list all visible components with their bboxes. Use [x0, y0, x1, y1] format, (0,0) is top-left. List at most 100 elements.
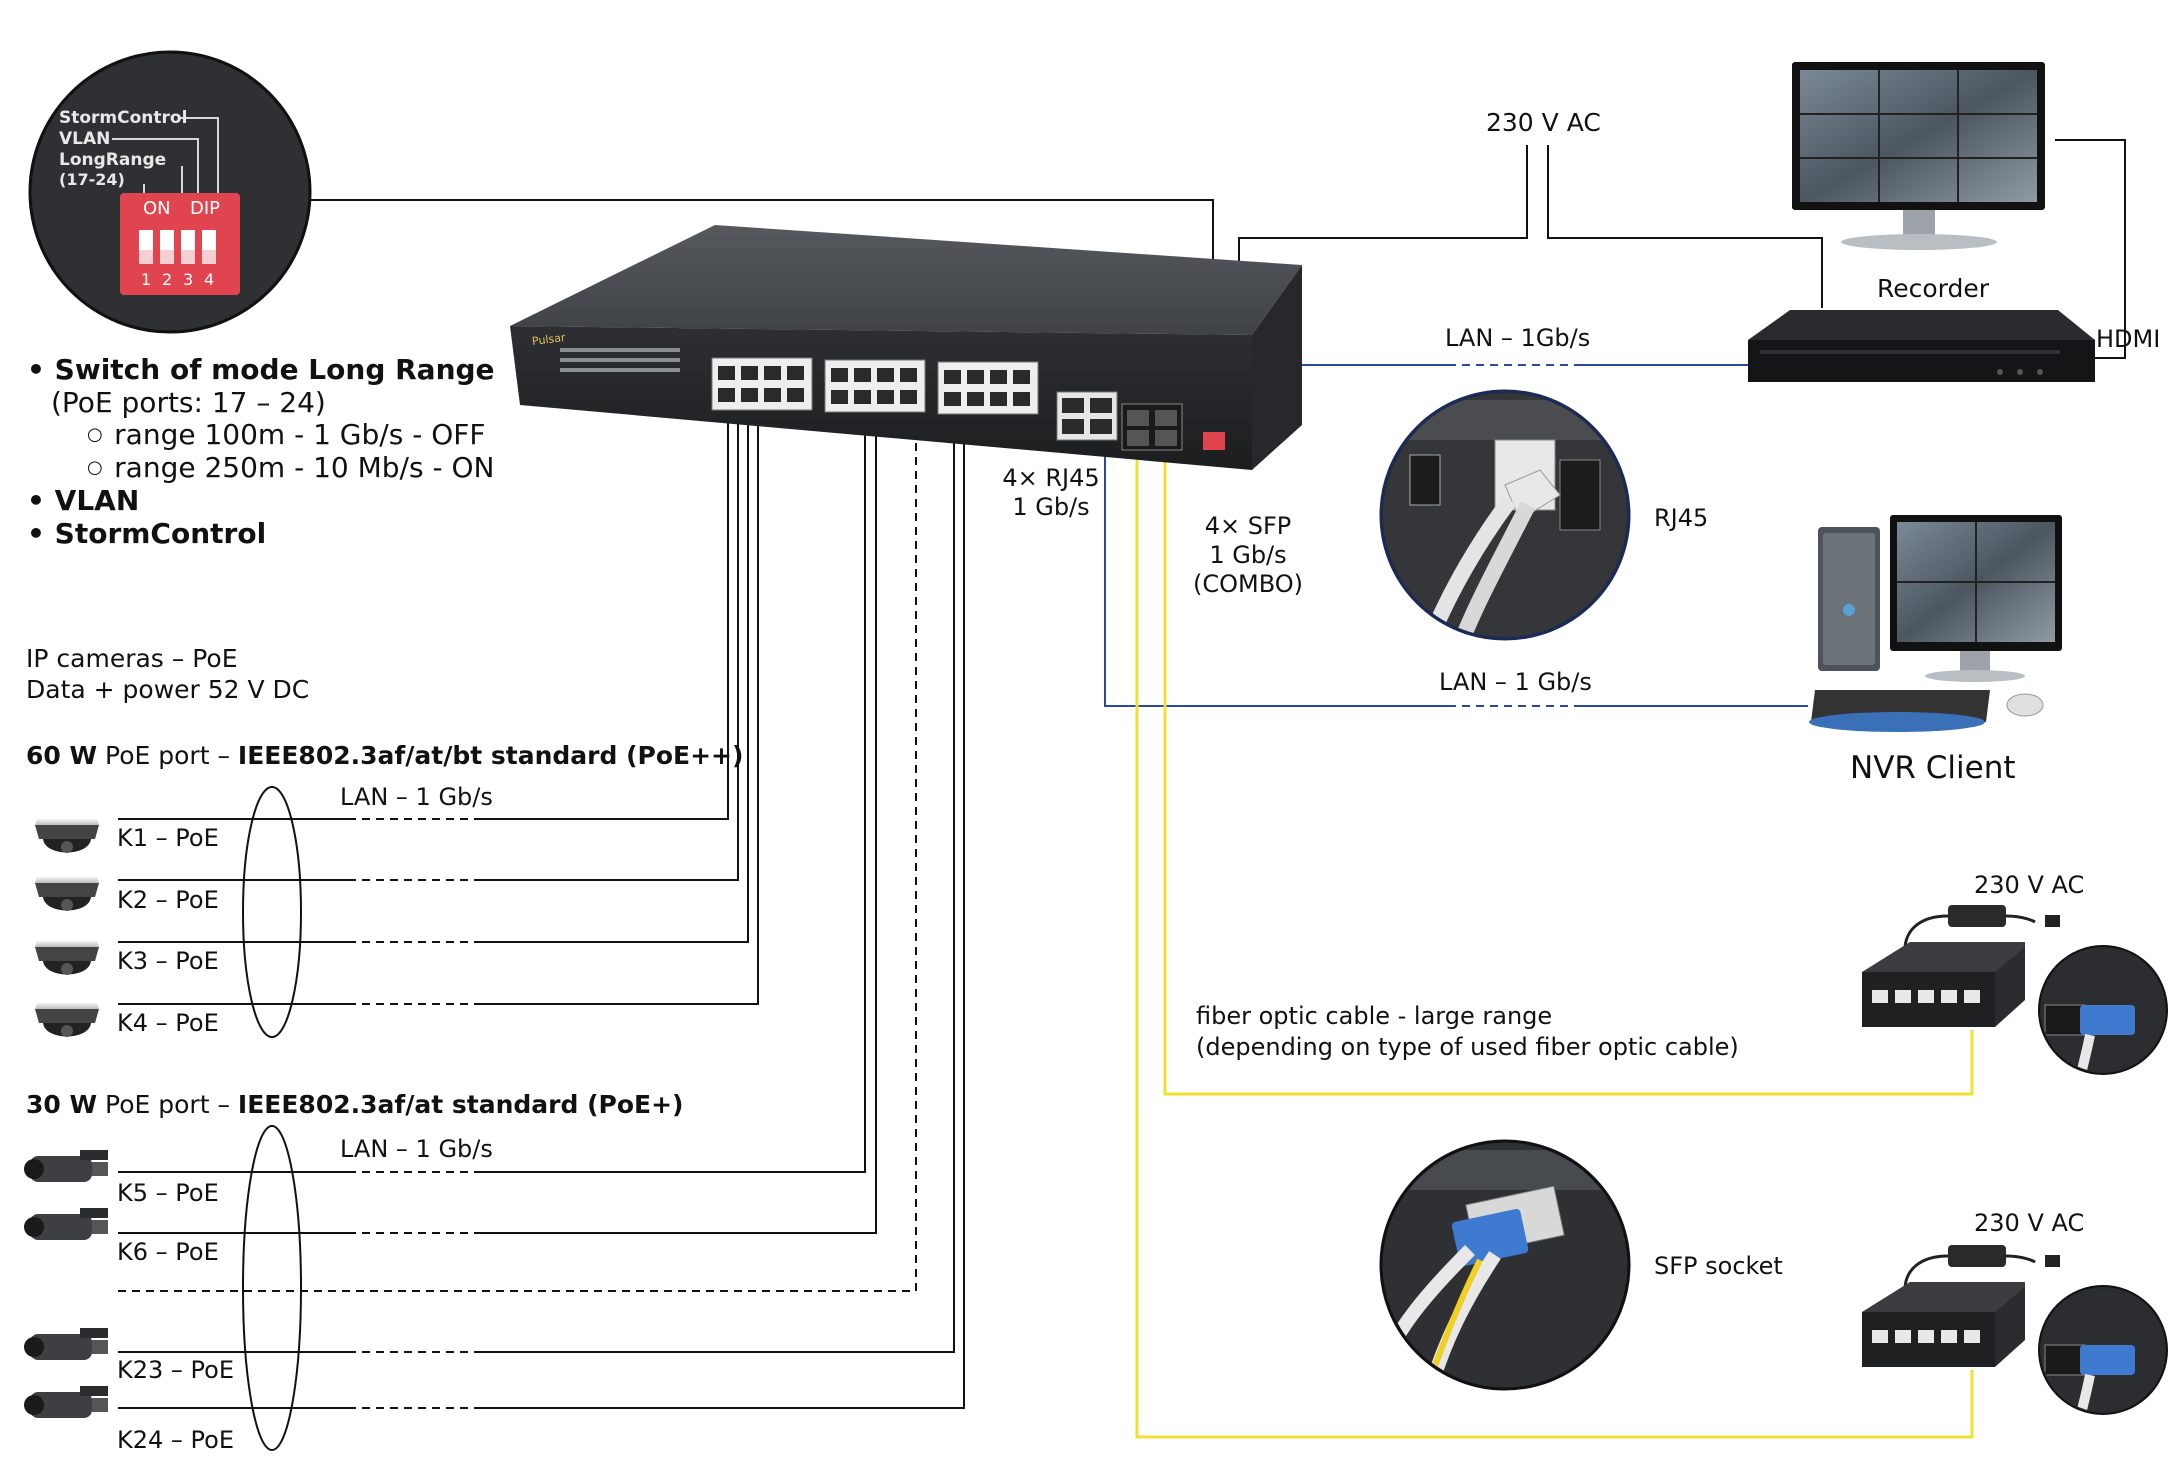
group-60w-watt: 60 W [26, 741, 98, 770]
dip-on-label: ON [143, 198, 171, 219]
dome-cameras [35, 819, 99, 1037]
bullet-camera [24, 1150, 108, 1182]
dome-camera [35, 877, 99, 911]
dip-label-range-ports: (17-24) [59, 170, 125, 189]
power-line-recorder [1547, 145, 1823, 308]
remote-power-label-2: 230 V AC [1974, 1209, 2085, 1237]
bullet-icon: • [27, 517, 55, 550]
feature-range-on-text: range 250m - 10 Mb/s - ON [114, 451, 495, 484]
bullet-icon: • [27, 484, 55, 517]
feature-poe-ports: (PoE ports: 17 – 24) [51, 386, 326, 419]
feature-long-range: • Switch of mode Long Range [27, 356, 495, 384]
group-30w-watt: 30 W [26, 1090, 98, 1119]
recorder-label: Recorder [1877, 274, 1990, 303]
cam-label-k4: K4 – PoE [114, 1011, 222, 1035]
bullet-camera [24, 1328, 108, 1360]
lan-recorder-label: LAN – 1Gb/s [1442, 326, 1594, 350]
main-switch [510, 225, 1302, 470]
remote-switch-1 [1862, 905, 2168, 1075]
cam-label-k1: K1 – PoE [114, 826, 222, 850]
cam-label-k6: K6 – PoE [114, 1240, 222, 1264]
feature-range-off: ○ range 100m - 1 Gb/s - OFF [87, 421, 485, 449]
sfp-ports [1121, 403, 1183, 451]
hdmi-label: HDMI [2096, 325, 2161, 353]
dome-camera [35, 941, 99, 975]
cam-label-k3: K3 – PoE [114, 949, 222, 973]
bundle-ellipse-60w [242, 786, 302, 1038]
dome-camera [35, 819, 99, 853]
recorder-device [1748, 310, 2095, 382]
monitor [1792, 62, 2045, 250]
power-line-switch [1238, 145, 1528, 262]
rj45-port-blocks [711, 357, 1039, 415]
switch-dip-mini [1203, 432, 1225, 450]
circle-bullet-icon: ○ [87, 424, 115, 445]
switch-leds [560, 348, 680, 372]
fiber-line-1 [1163, 440, 1974, 1096]
sfp-count: 4× SFP [1204, 512, 1292, 540]
cables [118, 139, 2126, 1451]
cam-label-k2: K2 – PoE [114, 888, 222, 912]
dip-dip-label: DIP [190, 198, 221, 219]
cam-label-k5: K5 – PoE [114, 1181, 222, 1205]
group-30w-standard: IEEE802.3af/at standard (PoE+) [237, 1090, 684, 1119]
remote-power-label-1: 230 V AC [1974, 871, 2085, 899]
feature-vlan-text: VLAN [54, 484, 140, 517]
feature-long-range-text: Switch of mode Long Range [54, 353, 495, 386]
sfp-inset [1379, 1139, 1631, 1391]
dip-num-3: 3 [183, 270, 194, 289]
fiber-line1: fiber optic cable - large range [1196, 1002, 1553, 1030]
group-60w-standard: IEEE802.3af/at/bt standard (PoE++) [237, 741, 744, 770]
bullet-cameras [24, 1150, 108, 1418]
cables-group-60w [118, 415, 759, 1005]
dip-num-1: 1 [141, 270, 152, 289]
group-60w-lan-label: LAN – 1 Gb/s [340, 783, 493, 811]
hdmi-line [2055, 139, 2126, 359]
power-top-label: 230 V AC [1486, 108, 1601, 137]
dip-switch-inset [28, 50, 312, 334]
nvr-client-pc [1809, 515, 2062, 732]
dip-num-2: 2 [162, 270, 173, 289]
uplink-rj45-ports [1056, 391, 1118, 441]
sfp-label: 4× SFP 1 Gb/s (COMBO) [1183, 514, 1313, 596]
cameras-intro-line1: IP cameras – PoE [26, 644, 238, 673]
lan-dashes [348, 364, 1578, 1409]
dip-label-vlan: VLAN [59, 129, 111, 149]
feature-range-on: ○ range 250m - 10 Mb/s - ON [87, 454, 494, 482]
feature-vlan: • VLAN [27, 487, 139, 515]
bundle-ellipse-30w [242, 1125, 302, 1451]
group-60w-mid: PoE port – [97, 741, 238, 770]
circle-bullet-icon: ○ [87, 457, 115, 478]
fiber-line2: (depending on type of used fiber optic c… [1196, 1033, 1739, 1061]
cam-label-k24: K24 – PoE [114, 1428, 237, 1452]
cameras-intro-line2: Data + power 52 V DC [26, 675, 310, 704]
dip-switch-block [120, 193, 240, 295]
rj45-port-holes [718, 366, 1030, 406]
bullet-icon: • [27, 353, 55, 386]
remote-switch-2 [1862, 1245, 2168, 1415]
feature-storm-text: StormControl [54, 517, 267, 550]
dip-label-longrange: LongRange [59, 150, 167, 170]
bullet-camera [24, 1208, 108, 1240]
group-60w-heading: 60 W PoE port – IEEE802.3af/at/bt standa… [26, 743, 743, 768]
lan-nvr-label: LAN – 1 Gb/s [1436, 670, 1595, 694]
sfp-combo: (COMBO) [1192, 570, 1303, 598]
uplink-rj45-speed: 1 Gb/s [1012, 493, 1090, 521]
sfp-speed: 1 Gb/s [1209, 541, 1287, 569]
group-30w-heading: 30 W PoE port – IEEE802.3af/at standard … [26, 1092, 683, 1117]
cables-group-30w [118, 425, 965, 1409]
dip-num-4: 4 [204, 270, 215, 289]
uplink-rj45-label: 4× RJ45 1 Gb/s [1001, 466, 1101, 519]
feature-storm: • StormControl [27, 520, 266, 548]
rj45-inset-label: RJ45 [1654, 504, 1709, 532]
uplink-rj45-count: 4× RJ45 [1002, 464, 1100, 492]
nvr-client-label: NVR Client [1850, 750, 2016, 786]
cam-label-k23: K23 – PoE [114, 1358, 237, 1382]
fiber-line-2 [1135, 440, 1974, 1439]
dome-camera [35, 1003, 99, 1037]
dip-label-stormcontrol: StormControl [59, 108, 188, 128]
bullet-camera [24, 1386, 108, 1418]
group-30w-lan-label: LAN – 1 Gb/s [340, 1135, 493, 1163]
feature-range-off-text: range 100m - 1 Gb/s - OFF [114, 418, 486, 451]
sfp-inset-label: SFP socket [1654, 1252, 1783, 1280]
